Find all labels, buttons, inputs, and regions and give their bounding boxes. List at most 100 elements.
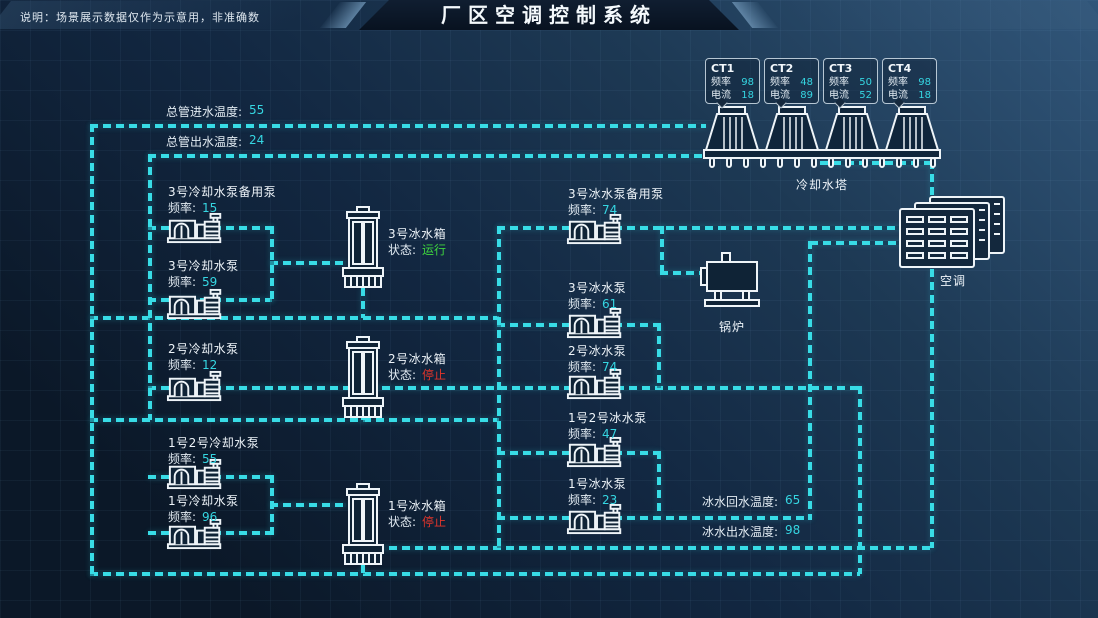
header-accent-right-outer [787, 1, 1098, 29]
ct-freq-label: 频率 [770, 77, 790, 88]
pipe-segment [148, 154, 152, 420]
pump-icon [566, 436, 628, 469]
pipe-segment [820, 161, 932, 165]
pump-freq-value: 55 [202, 452, 218, 466]
cooling-pump-1: 1号冷却水泵 频率: 96 [168, 493, 239, 525]
pump-icon [566, 503, 628, 536]
header-bar: 厂区空调控制系统 [0, 0, 1098, 30]
pump-name: 1号2号冷却水泵 [168, 436, 260, 450]
pipe-segment [858, 386, 862, 574]
sensor-value: 24 [249, 133, 265, 147]
pipe-segment [361, 565, 365, 574]
ct-current-value: 52 [859, 90, 872, 101]
cooling-pump-2: 2号冷却水泵 频率:12 [168, 341, 239, 373]
pump-icon [566, 368, 628, 401]
pump-freq-value: 74 [602, 203, 618, 217]
pump-icon [166, 288, 228, 321]
pump-freq-value: 15 [202, 201, 218, 215]
sensor-main-outlet-temp: 总管出水温度: 24 [166, 133, 264, 150]
ac-label: 空调 [939, 274, 966, 288]
pipe-segment [930, 161, 934, 200]
pump-freq-label: 频率: [168, 358, 197, 372]
tank-status-value: 停止 [422, 368, 447, 382]
tank-status-value: 停止 [422, 515, 447, 529]
sensor-value: 55 [249, 103, 265, 117]
pipe-segment [270, 261, 346, 265]
pipe-segment [808, 241, 812, 520]
pipe-segment [90, 418, 499, 422]
pump-name: 1号冷却水泵 [168, 494, 239, 508]
pipe-segment [90, 124, 706, 128]
sensor-main-inlet-temp: 总管进水温度: 55 [166, 103, 264, 120]
ac-unit-icon [898, 196, 1008, 274]
ct-current-label: 电流 [711, 90, 731, 101]
pump-icon [166, 212, 228, 245]
ct-current-value: 18 [741, 90, 754, 101]
pump-freq-value: 74 [602, 360, 618, 374]
pump-freq-value: 61 [602, 297, 618, 311]
pump-freq-label: 频率: [168, 201, 197, 215]
pump-freq-label: 频率: [568, 297, 597, 311]
ice-pump-2: 2号冰水泵 频率:74 [568, 343, 626, 375]
page-title: 厂区空调控制系统 [359, 0, 739, 30]
pump-freq-value: 96 [202, 510, 218, 524]
pipe-segment [930, 269, 934, 548]
pipe-segment [363, 546, 932, 550]
ct-freq-value: 98 [918, 77, 931, 88]
tank-name: 3号冰水箱 [388, 227, 447, 241]
pump-icon [166, 518, 228, 551]
ice-pump-1-2: 1号2号冰水泵 频率:47 [568, 410, 647, 442]
pump-freq-label: 频率: [568, 493, 597, 507]
sensor-value: 65 [785, 493, 801, 507]
sensor-label: 总管进水温度: [166, 105, 243, 119]
ct-freq-value: 50 [859, 77, 872, 88]
pipe-segment [270, 503, 346, 507]
tank-status-label: 状态: [388, 515, 417, 529]
cooling-pump-3: 3号冷却水泵 频率: 59 [168, 258, 239, 290]
pipe-segment [148, 386, 860, 390]
pipe-segment [660, 226, 664, 273]
sensor-chilled-return-temp: 冰水回水温度: 65 [702, 493, 800, 510]
pump-freq-label: 频率: [568, 427, 597, 441]
pump-name: 2号冰水泵 [568, 344, 627, 358]
ice-pump-3-backup: 3号冰水泵备用泵 频率:74 [568, 186, 664, 218]
pump-icon [166, 458, 228, 491]
pump-freq-value: 12 [202, 358, 218, 372]
tank-name: 1号冰水箱 [388, 499, 447, 513]
pump-freq-value: 59 [202, 275, 218, 289]
pipe-segment [148, 154, 706, 158]
cooling-tower-icon [703, 106, 941, 170]
ice-tank-3: 3号冰水箱 状态:运行 [388, 226, 446, 258]
cooling-pump-1-2: 1号2号冷却水泵 频率:55 [168, 435, 259, 467]
pump-freq-label: 频率: [168, 275, 197, 289]
pipe-segment [497, 226, 501, 548]
pump-name: 3号冷却水泵 [168, 259, 239, 273]
pipe-segment [90, 316, 499, 320]
pump-freq-value: 23 [602, 493, 618, 507]
ct-freq-label: 频率 [829, 77, 849, 88]
pipe-segment [497, 226, 902, 230]
cooling-pump-3-backup: 3号冷却水泵备用泵 频率:15 [168, 184, 276, 216]
pump-freq-label: 频率: [568, 203, 597, 217]
pump-freq-label: 频率: [168, 510, 197, 524]
sensor-label: 总管出水温度: [166, 135, 243, 149]
ct-name: CT4 [888, 62, 912, 75]
header-accent-left [319, 2, 367, 28]
ct-current-label: 电流 [829, 90, 849, 101]
pump-icon [566, 213, 628, 246]
pump-name: 3号冰水泵 [568, 281, 627, 295]
sensor-label: 冰水出水温度: [702, 525, 779, 539]
tank-status-label: 状态: [388, 368, 417, 382]
pipe-segment [270, 475, 274, 535]
boiler-icon [700, 252, 764, 314]
pipe-segment [361, 288, 365, 318]
tank-icon [340, 336, 386, 420]
boiler-label: 锅炉 [718, 320, 745, 334]
header-accent-right [731, 2, 779, 28]
pump-icon [166, 370, 228, 403]
pump-name: 1号冰水泵 [568, 477, 627, 491]
